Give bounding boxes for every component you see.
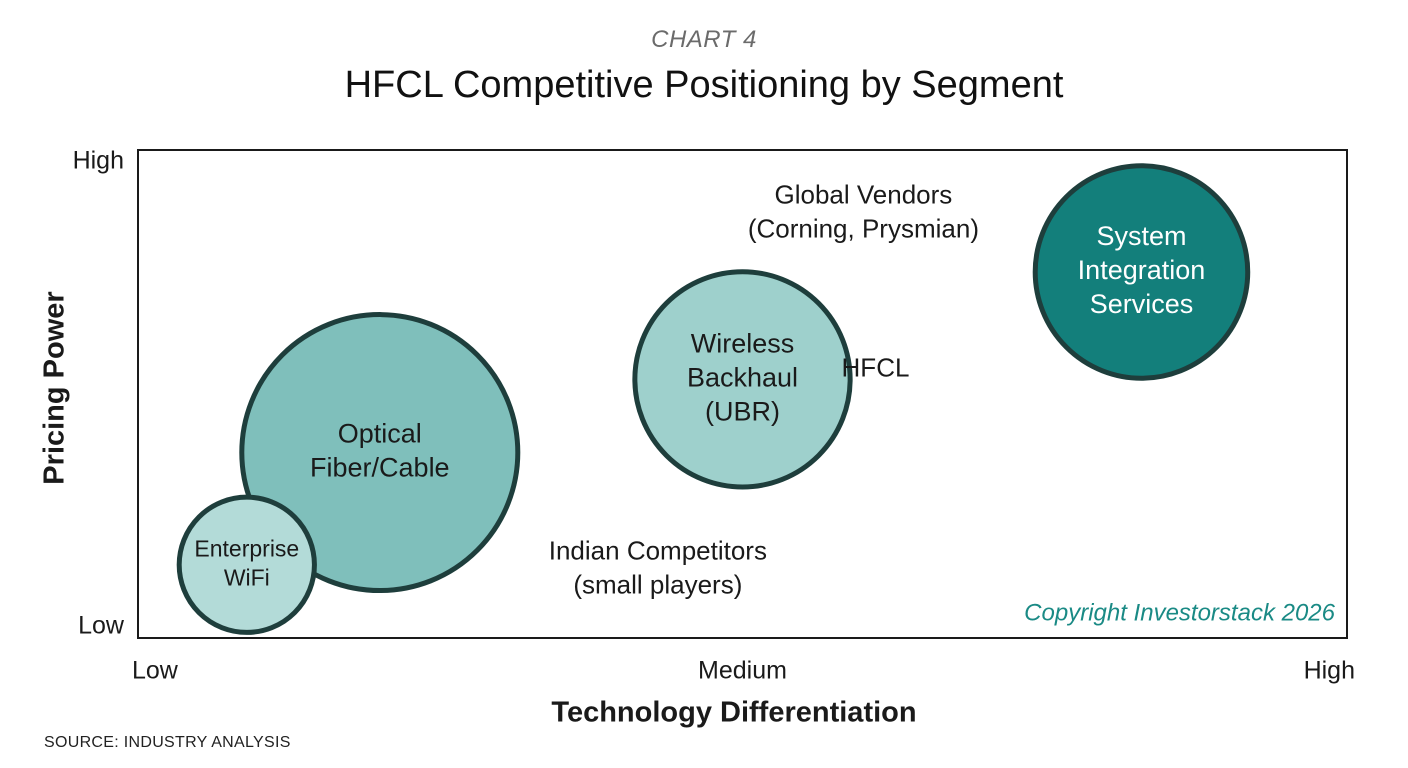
bubble-label-1: Enterprise [194,535,299,561]
annotation-0: Global Vendors [775,179,953,209]
y-axis-title: Pricing Power [39,291,71,484]
chart-label: CHART 4 [651,26,757,53]
bubble-0 [239,312,521,594]
bubble-label-0: Optical [338,419,422,449]
x-tick-label: Low [132,657,179,685]
bubble-label-0: Fiber/Cable [310,453,450,483]
annotation-0: (Corning, Prysmian) [748,213,979,243]
bubble-label-2: Backhaul [687,362,798,392]
x-tick-label: High [1304,657,1355,685]
annotation-1: HFCL [842,352,910,382]
bubble-3 [1032,163,1251,381]
bubble-label-3: Integration [1078,255,1206,285]
annotation-2: (small players) [573,570,742,600]
y-tick-label: Low [78,612,125,640]
bubble-label-3: System [1096,221,1186,251]
x-tick-label: Medium [698,657,787,685]
copyright-watermark: Copyright Investorstack 2026 [1024,599,1335,626]
bubble-1 [176,494,317,635]
bubble-label-2: (UBR) [705,396,780,426]
bubble-label-1: WiFi [224,564,270,590]
chart-title: HFCL Competitive Positioning by Segment [344,64,1064,106]
bubble-label-3: Services [1090,289,1194,319]
y-tick-label: High [73,147,124,175]
plot-frame [137,149,1348,639]
source-note: SOURCE: INDUSTRY ANALYSIS [44,734,291,751]
bubble-2 [632,269,853,490]
annotation-2: Indian Competitors [549,536,767,566]
x-axis-title: Technology Differentiation [551,697,916,729]
bubble-label-2: Wireless [691,328,795,358]
